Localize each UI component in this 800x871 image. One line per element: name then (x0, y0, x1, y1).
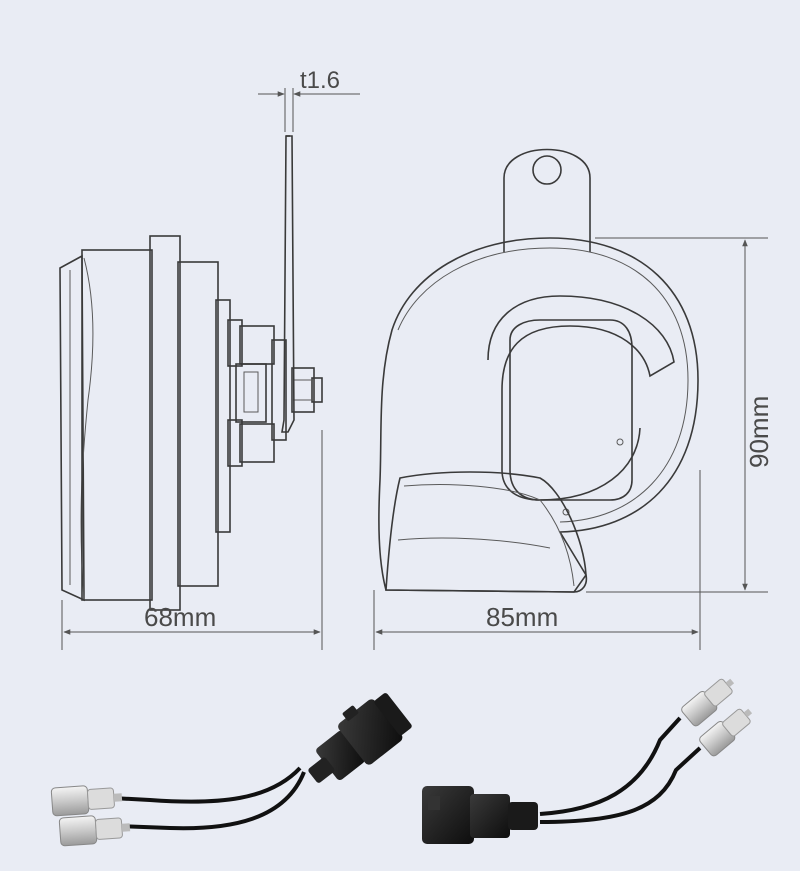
wire-harness-left (50, 693, 412, 847)
height-dimension: 90mm (586, 237, 774, 593)
wire-harness-right (422, 678, 753, 844)
terminal-right-1 (681, 678, 735, 727)
side-width-label: 68mm (144, 602, 216, 632)
connector-left (308, 693, 412, 783)
side-view (59, 135, 323, 611)
terminal-left-1 (50, 785, 123, 817)
height-label: 90mm (744, 396, 774, 468)
front-width-label: 85mm (486, 602, 558, 632)
side-width-dimension: 68mm (61, 430, 323, 650)
thickness-dimension: t1.6 (258, 67, 360, 132)
terminal-left-2 (58, 815, 131, 847)
thickness-label: t1.6 (300, 67, 340, 94)
front-width-dimension: 85mm (373, 470, 701, 650)
front-view (378, 148, 699, 593)
terminal-right-2 (699, 708, 753, 757)
connector-right (422, 786, 538, 844)
